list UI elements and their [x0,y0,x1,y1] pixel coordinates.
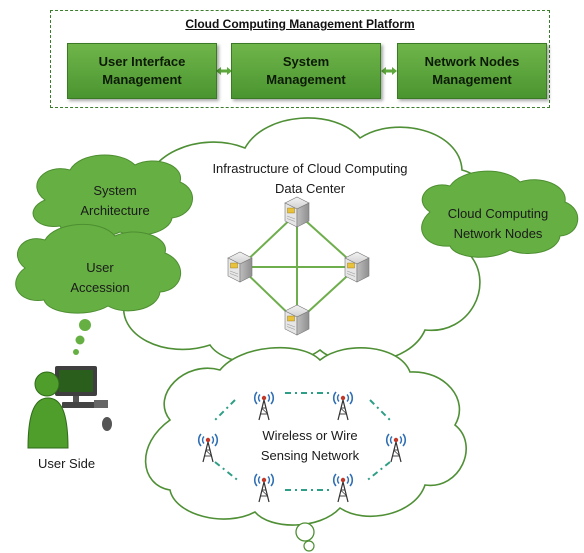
module-label-line2: Management [266,72,346,87]
sensing-bubble-small [303,540,315,552]
module-label-line1: User Interface [98,54,186,69]
network-nodes-label: Cloud Computing Network Nodes [428,204,568,244]
sensing-bubble [295,522,315,542]
module-connector-left [216,67,232,75]
data-center-label: Infrastructure of Cloud Computing Data C… [190,159,430,199]
thought-bubble [89,232,101,244]
user-accession-line2: Accession [70,280,130,295]
network-nodes-line1: Cloud Computing [447,206,549,221]
network-nodes-cloud [421,170,579,258]
module-label-line2: Management [432,72,512,87]
system-architecture-label: System Architecture [55,181,175,221]
sensing-network-line2: Sensing Network [260,448,360,463]
user-accession-line1: User [86,260,114,275]
user-accession-cloud [15,223,182,314]
system-architecture-line1: System [93,183,137,198]
network-nodes-line2: Network Nodes [453,226,543,241]
user-side-label: User Side [38,456,96,471]
platform-title: Cloud Computing Management Platform [185,17,415,31]
module-connector-right [381,67,397,75]
sensing-network-label: Wireless or Wire Sensing Network [240,426,380,466]
user-computer-icon [27,366,112,449]
sensing-links [214,392,391,491]
system-architecture-line2: Architecture [80,203,150,218]
management-platform-box [50,10,550,108]
server-icon [284,196,310,228]
sensing-network-line1: Wireless or Wire [262,428,358,443]
data-center-label-line2: Data Center [274,181,346,196]
module-label-line2: Management [102,72,182,87]
thought-bubble [73,349,79,355]
data-center-label-line1: Infrastructure of Cloud Computing [212,161,408,176]
module-label-line1: System [282,54,330,69]
thought-bubble [79,319,91,331]
server-icon [284,304,310,336]
thought-bubble [75,335,85,345]
server-icon [227,251,253,283]
server-icon [344,251,370,283]
user-accession-label: User Accession [40,258,160,298]
sensing-network-cloud [144,346,467,526]
module-label-line1: Network Nodes [424,54,520,69]
